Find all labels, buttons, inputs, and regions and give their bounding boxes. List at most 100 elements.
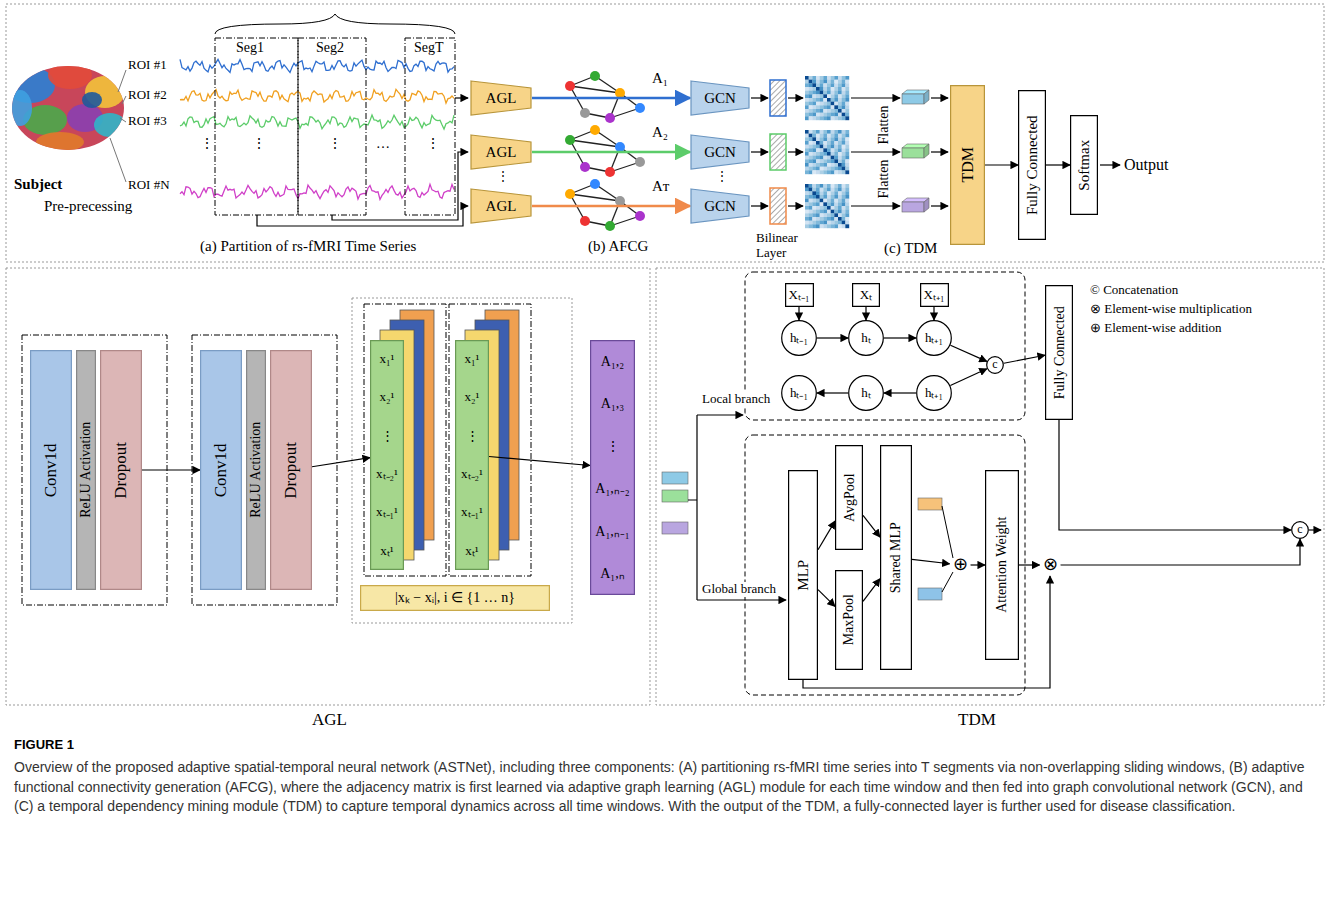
- matrix-cell: [805, 217, 809, 221]
- matrix-cell: [816, 159, 820, 163]
- matrix-cell: [812, 102, 816, 106]
- matrix-cell: [838, 159, 842, 163]
- bilinear-vector: [770, 80, 786, 116]
- matrix-cell: [823, 109, 827, 113]
- matrix-cell: [827, 98, 831, 102]
- matrix-cell: [809, 109, 813, 113]
- matrix-cell: [820, 224, 824, 228]
- node-outline: [1040, 555, 1059, 574]
- matrix-cell: [834, 109, 838, 113]
- matrix-cell: [842, 156, 846, 160]
- node-text: A₁,ₙ₋₂: [595, 481, 629, 496]
- matrix-cell: [805, 170, 809, 174]
- matrix-cell: [827, 109, 831, 113]
- node-text: ⋮: [381, 429, 394, 443]
- matrix-cell: [820, 195, 824, 199]
- layer-group: [192, 335, 337, 605]
- connector-arrow: [489, 457, 590, 466]
- matrix-cell: [816, 170, 820, 174]
- matrix-cell: [838, 94, 842, 98]
- roi-time-series: [180, 115, 454, 129]
- matrix-cell: [823, 130, 827, 134]
- matrix-cell: [827, 76, 831, 80]
- node-text: ⊗: [1043, 555, 1058, 575]
- graph-vertex: [565, 189, 575, 199]
- hidden-state: hₜ: [848, 320, 884, 356]
- matrix-cell: [809, 98, 813, 102]
- matrix-cell: [805, 102, 809, 106]
- graph-vertex: [590, 179, 600, 189]
- matrix-cell: [827, 202, 831, 206]
- node-shape: [370, 340, 404, 570]
- brain-region: [8, 90, 32, 126]
- matrix-cell: [842, 184, 846, 188]
- connector-arrow: [312, 458, 370, 467]
- arrow-line: [851, 205, 900, 206]
- brain-regions: [5, 61, 126, 152]
- matrix-cell: [816, 91, 820, 95]
- matrix-cell: [834, 137, 838, 141]
- matrix-cell: [823, 148, 827, 152]
- connector-arrow: [950, 369, 986, 386]
- matrix-cell: [831, 202, 835, 206]
- matrix-cell: [838, 202, 842, 206]
- matrix-cell: [809, 102, 813, 106]
- matrix-cell: [816, 130, 820, 134]
- matrix-cell: [812, 221, 816, 225]
- arrow-line: [455, 97, 468, 98]
- matrix-cell: [842, 91, 846, 95]
- matrix-cell: [845, 105, 849, 109]
- matrix-cell: [845, 113, 849, 117]
- arrow-line: [257, 206, 468, 226]
- node-shape: [455, 340, 489, 570]
- matrix-cell: [809, 134, 813, 138]
- roi-time-series: [180, 89, 454, 103]
- graph-vertex: [615, 196, 625, 206]
- matrix-cell: [805, 167, 809, 171]
- graph-vertex: [565, 81, 575, 91]
- hidden-state: hₜ₊₁: [916, 320, 952, 356]
- matrix-cell: [816, 109, 820, 113]
- matrix-cell: [805, 113, 809, 117]
- matrix-cell: [805, 188, 809, 192]
- graph-edge: [570, 86, 620, 93]
- matrix-cell: [816, 213, 820, 217]
- dropout-layer: Dropout: [100, 350, 142, 590]
- matrix-cell: [805, 210, 809, 214]
- matrix-cell: [831, 91, 835, 95]
- gcn-module: GCN: [690, 134, 750, 170]
- stack-bracket: [364, 304, 446, 576]
- fc-layer: Fully Connected: [1045, 285, 1073, 420]
- matrix-cell: [820, 199, 824, 203]
- matrix-cell: [834, 221, 838, 225]
- concat-op: c: [986, 356, 1004, 374]
- matrix-cell: [805, 116, 809, 120]
- feature-column: x₁¹x₂¹⋮xₜ₋₂¹xₜ₋₁¹xₜ¹: [370, 340, 404, 570]
- hidden-state: hₜ₊₁: [916, 375, 952, 411]
- matrix-cell: [845, 98, 849, 102]
- flatten-vector: [924, 144, 929, 158]
- matrix-cell: [812, 113, 816, 117]
- matrix-cell: [827, 102, 831, 106]
- matrix-cell: [812, 159, 816, 163]
- node-text: ReLU Activation: [248, 422, 263, 518]
- matrix-cell: [831, 213, 835, 217]
- matrix-cell: [816, 152, 820, 156]
- node-text: hₜ: [861, 386, 871, 400]
- node-text: hₜ₋₁: [790, 386, 808, 400]
- text-label: A₁: [652, 70, 668, 87]
- node-outline: [789, 471, 818, 680]
- pool-block: AvgPool: [835, 445, 863, 550]
- connector-arrow: [817, 392, 848, 393]
- pooled-vector: [918, 498, 942, 510]
- matrix-cell: [831, 206, 835, 210]
- matrix-cell: [805, 137, 809, 141]
- node-text: GCN: [704, 90, 736, 107]
- matrix-cell: [827, 213, 831, 217]
- arrow-line: [788, 97, 803, 98]
- agl-module: AGL: [470, 134, 532, 170]
- node-outline: [471, 135, 531, 169]
- matrix-cell: [812, 80, 816, 84]
- matrix-cell: [838, 116, 842, 120]
